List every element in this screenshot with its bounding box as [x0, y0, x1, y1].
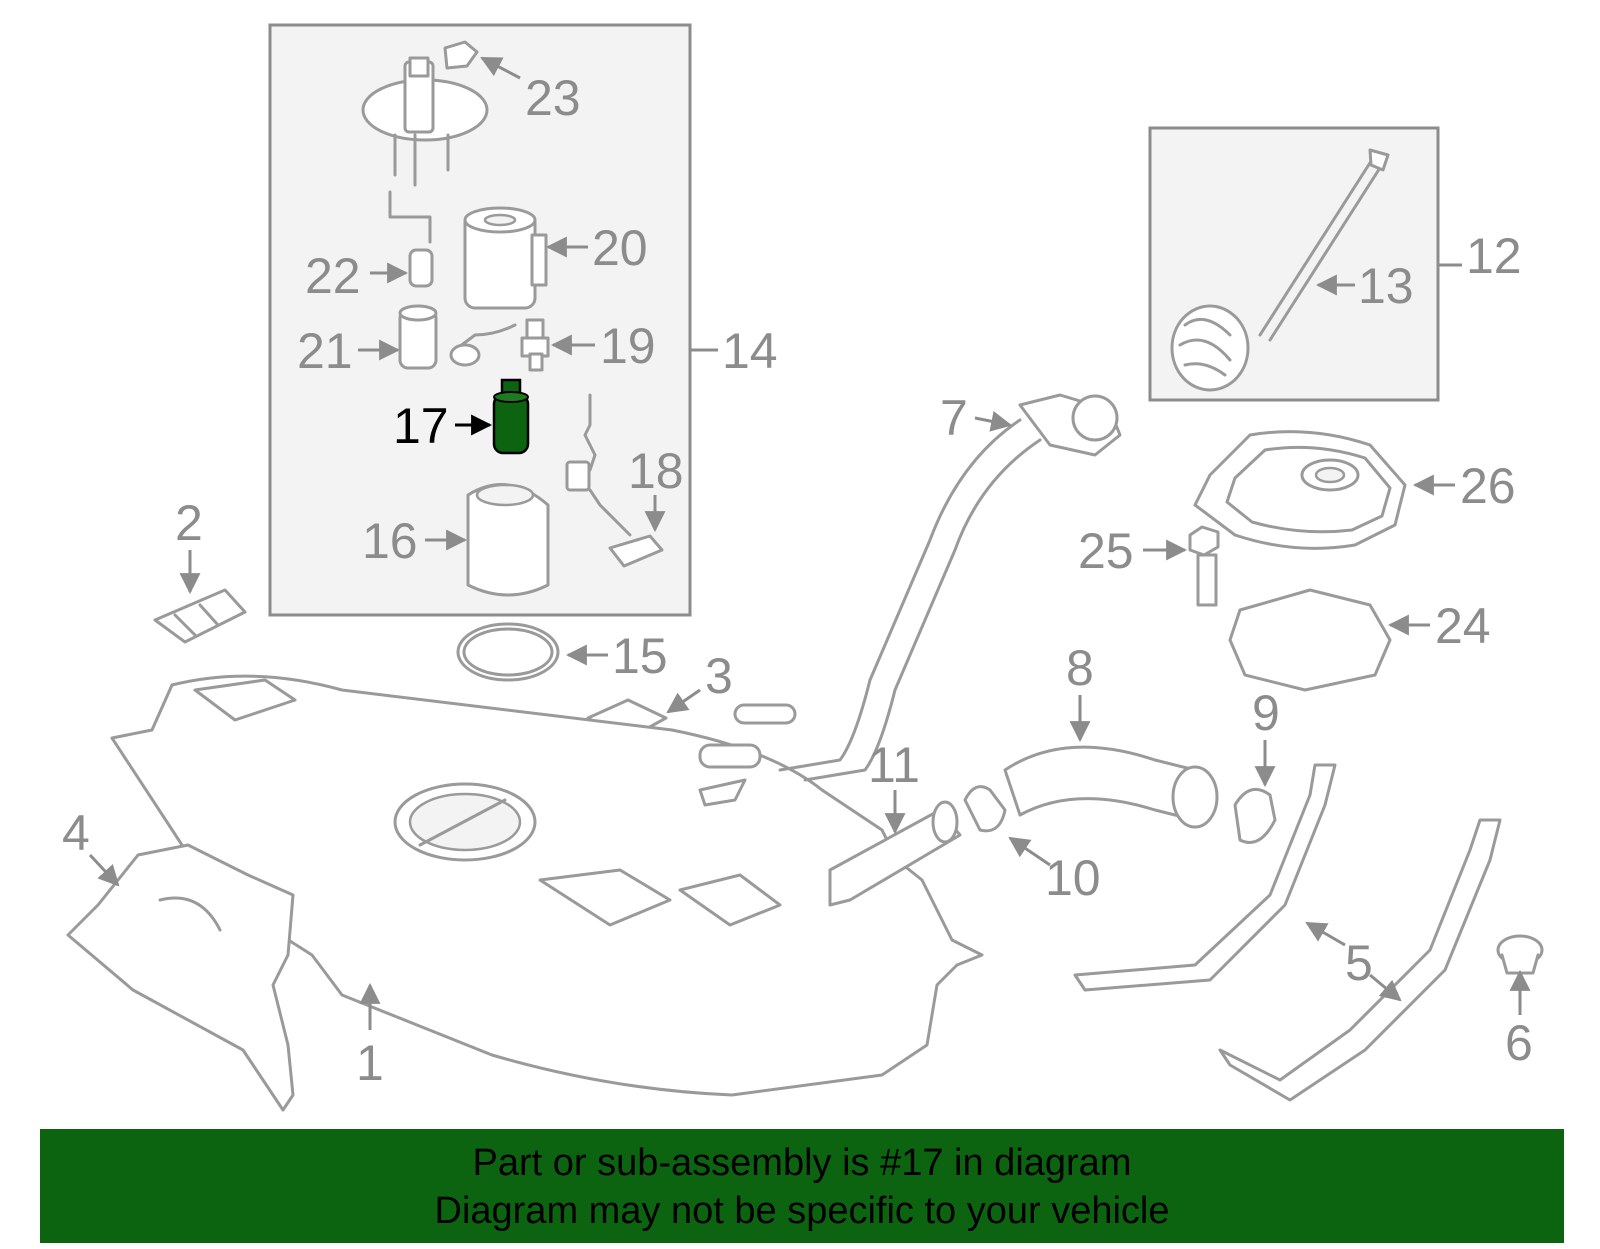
- part-11-pipe[interactable]: [828, 800, 962, 907]
- callout-18: 18: [628, 443, 684, 499]
- part-4-heat-shield[interactable]: [66, 843, 295, 1112]
- part-17-fuel-pump[interactable]: [492, 378, 530, 455]
- part-8-hose[interactable]: [1003, 745, 1219, 829]
- callout-6: 6: [1505, 1015, 1533, 1071]
- part-15-seal-ring[interactable]: [456, 622, 560, 682]
- callout-21: 21: [297, 323, 353, 379]
- part-21-canister[interactable]: [398, 304, 438, 370]
- callout-13: 13: [1358, 258, 1414, 314]
- leader-7: [974, 410, 1013, 432]
- callout-2: 2: [175, 495, 203, 551]
- part-18-level-sender[interactable]: [565, 393, 664, 568]
- part-9-clamp[interactable]: [1233, 787, 1277, 844]
- leader-3: [666, 688, 701, 714]
- leader-10: [1008, 836, 1051, 867]
- part-23-flange[interactable]: [361, 40, 489, 187]
- callout-3: 3: [705, 648, 733, 704]
- part-1-fuel-tank[interactable]: [110, 674, 984, 1097]
- part-24-gasket[interactable]: [1228, 588, 1392, 692]
- callout-23: 23: [525, 70, 581, 126]
- callout-14: 14: [722, 323, 778, 379]
- info-banner: Part or sub-assembly is #17 in diagram D…: [40, 1129, 1564, 1243]
- callout-7: 7: [940, 390, 968, 446]
- part-5-straps[interactable]: [1073, 763, 1502, 1102]
- callout-20: 20: [592, 220, 648, 276]
- callout-16: 16: [362, 513, 418, 569]
- part-20-filter[interactable]: [463, 206, 548, 310]
- callout-10: 10: [1045, 850, 1101, 906]
- callout-25: 25: [1078, 523, 1134, 579]
- leader-23: [480, 56, 521, 80]
- callout-22: 22: [305, 248, 361, 304]
- callout-11: 11: [868, 737, 920, 793]
- part-12-fuel-cap[interactable]: [1170, 304, 1250, 392]
- part-16-reservoir[interactable]: [466, 483, 550, 597]
- callout-1: 1: [356, 1035, 384, 1091]
- part-10-clamp[interactable]: [963, 785, 1007, 833]
- part-25-bolt[interactable]: [1188, 525, 1220, 607]
- part-2-pad[interactable]: [153, 588, 247, 644]
- callout-15: 15: [612, 628, 668, 684]
- callout-19: 19: [600, 318, 656, 374]
- part-7-filler-neck[interactable]: [698, 393, 1122, 807]
- leader-5a: [1305, 921, 1346, 947]
- part-26-access-cover[interactable]: [1193, 430, 1407, 550]
- callout-4: 4: [62, 805, 90, 861]
- callout-26: 26: [1460, 458, 1516, 514]
- callout-12: 12: [1466, 228, 1522, 284]
- part-19-regulator[interactable]: [449, 318, 550, 372]
- leader-4: [88, 853, 120, 887]
- banner-line-2: Diagram may not be specific to your vehi…: [434, 1190, 1170, 1232]
- leader-5b: [1369, 973, 1402, 1002]
- callout-17: 17: [393, 398, 449, 454]
- callout-8: 8: [1066, 640, 1094, 696]
- part-6-grommet[interactable]: [1496, 934, 1544, 975]
- callout-24: 24: [1435, 598, 1491, 654]
- banner-line-1: Part or sub-assembly is #17 in diagram: [472, 1142, 1132, 1184]
- part-22-tube[interactable]: [388, 190, 434, 288]
- callout-5: 5: [1345, 935, 1373, 991]
- callout-9: 9: [1252, 685, 1280, 741]
- part-13-tether[interactable]: [1258, 148, 1390, 342]
